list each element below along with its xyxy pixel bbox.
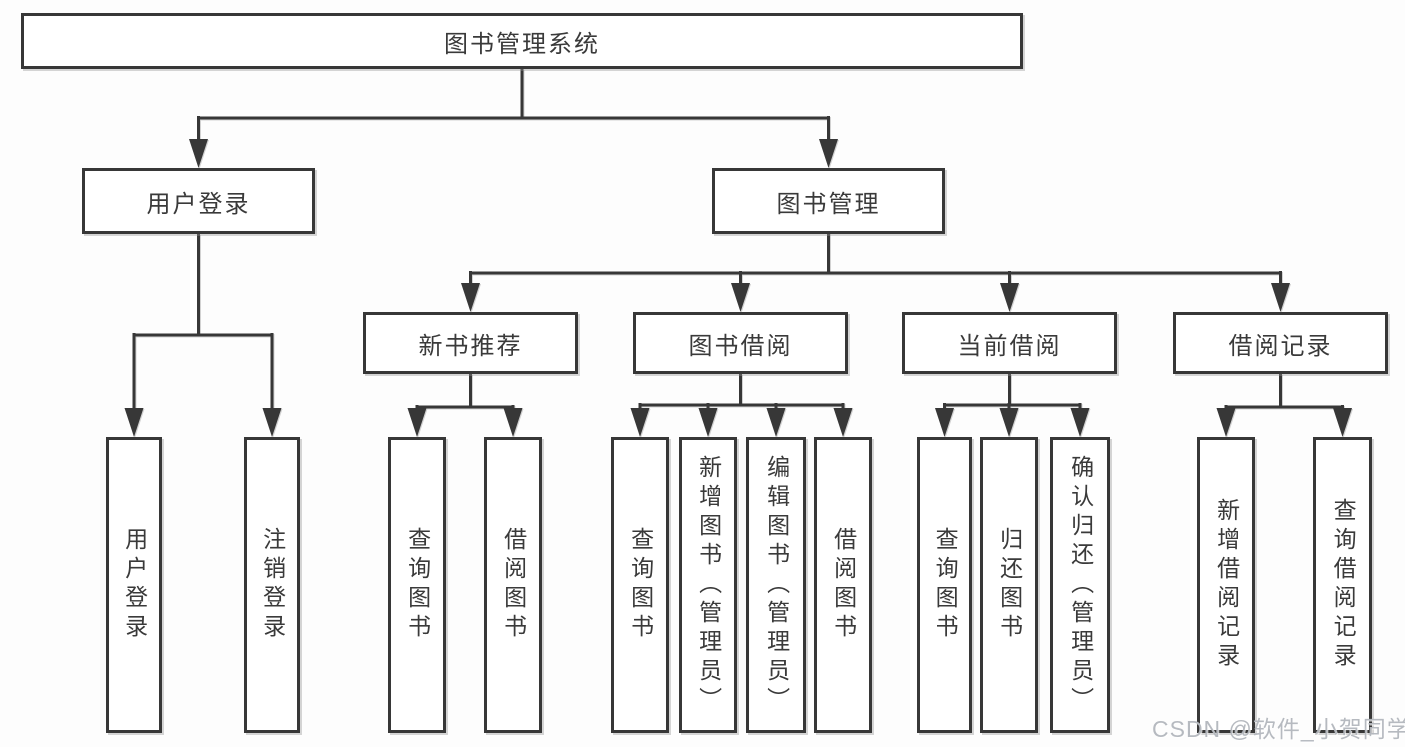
node-book-management: 图书管理 [712,168,945,234]
node-current-borrowing: 当前借阅 [902,312,1117,374]
leaf-bb-add-book-admin: 新增图书（管理员） [679,437,737,733]
node-root-system: 图书管理系统 [21,13,1023,69]
node-book-borrowing: 图书借阅 [633,312,848,374]
leaf-rec-borrow-book-label: 借阅图书 [500,527,527,643]
node-book-management-label: 图书管理 [776,190,881,218]
leaf-bb-query-book: 查询图书 [611,437,669,733]
leaf-logout-label: 注销登录 [259,527,286,643]
leaf-cb-query-book: 查询图书 [917,437,972,733]
node-new-book-recommend: 新书推荐 [363,312,578,374]
leaf-logout: 注销登录 [244,437,300,733]
leaf-cb-confirm-return-admin: 确认归还（管理员） [1050,437,1110,733]
node-borrowing-records: 借阅记录 [1173,312,1388,374]
leaf-br-query-record: 查询借阅记录 [1313,437,1372,733]
leaf-bb-borrow-book-label: 借阅图书 [830,527,857,643]
node-user-login: 用户登录 [82,168,315,234]
leaf-user-login: 用户登录 [106,437,162,733]
leaf-rec-borrow-book: 借阅图书 [484,437,542,733]
leaf-cb-return-book: 归还图书 [980,437,1038,733]
leaf-bb-borrow-book: 借阅图书 [814,437,872,733]
node-new-book-recommend-label: 新书推荐 [418,332,523,360]
leaf-cb-query-book-label: 查询图书 [932,527,959,643]
leaf-user-login-label: 用户登录 [121,527,148,643]
leaf-rec-query-book-label: 查询图书 [404,527,431,643]
leaf-br-add-record: 新增借阅记录 [1197,437,1255,733]
leaf-cb-return-book-label: 归还图书 [996,527,1023,643]
node-root-label: 图书管理系统 [444,30,600,58]
leaf-bb-add-book-admin-label: 新增图书（管理员） [695,454,722,716]
leaf-cb-confirm-return-admin-label: 确认归还（管理员） [1067,454,1094,716]
node-current-borrowing-label: 当前借阅 [957,332,1062,360]
leaf-br-add-record-label: 新增借阅记录 [1213,498,1240,672]
leaf-bb-edit-book-admin-label: 编辑图书（管理员） [763,454,790,716]
leaf-bb-query-book-label: 查询图书 [627,527,654,643]
leaf-br-query-record-label: 查询借阅记录 [1330,498,1357,672]
node-user-login-label: 用户登录 [146,190,251,218]
leaf-rec-query-book: 查询图书 [388,437,446,733]
node-book-borrowing-label: 图书借阅 [688,332,793,360]
node-borrowing-records-label: 借阅记录 [1228,332,1333,360]
leaf-bb-edit-book-admin: 编辑图书（管理员） [746,437,806,733]
